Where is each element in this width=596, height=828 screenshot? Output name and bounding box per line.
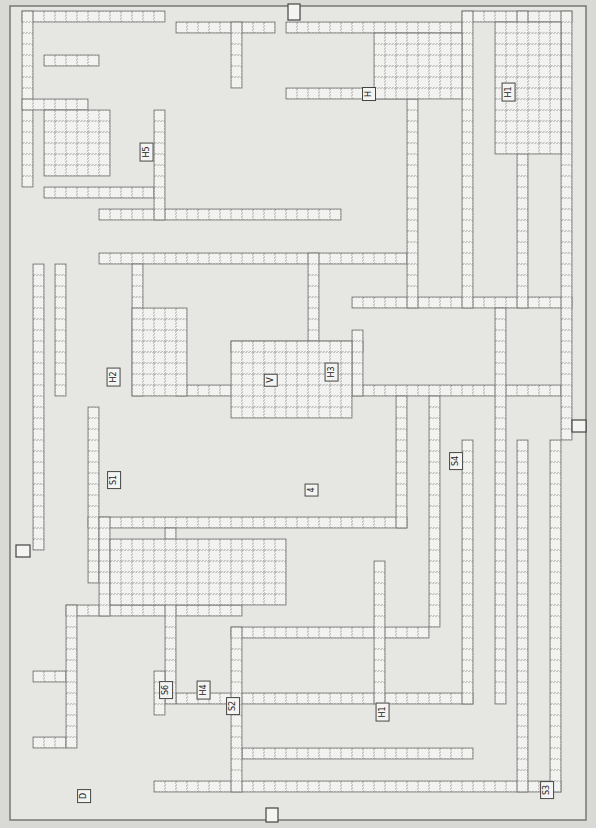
room-label: S4 — [449, 452, 463, 470]
room-label: H1 — [501, 82, 515, 101]
room-label: H5 — [139, 142, 153, 161]
doors — [16, 4, 586, 822]
room-label: D — [77, 789, 91, 803]
room-label: H4 — [196, 680, 210, 699]
room-label: S3 — [540, 781, 554, 799]
room-label: V — [263, 373, 277, 386]
room-label: S1 — [107, 471, 121, 489]
room-label: H2 — [106, 367, 120, 386]
corridors — [22, 11, 572, 792]
room-label: H — [362, 87, 376, 101]
room-label: H1 — [375, 702, 389, 721]
board-ground — [10, 6, 586, 820]
room-label: 4 — [304, 483, 318, 496]
room-label: H3 — [324, 362, 338, 381]
room-label: S2 — [226, 697, 240, 715]
room-label: S6 — [159, 681, 173, 699]
